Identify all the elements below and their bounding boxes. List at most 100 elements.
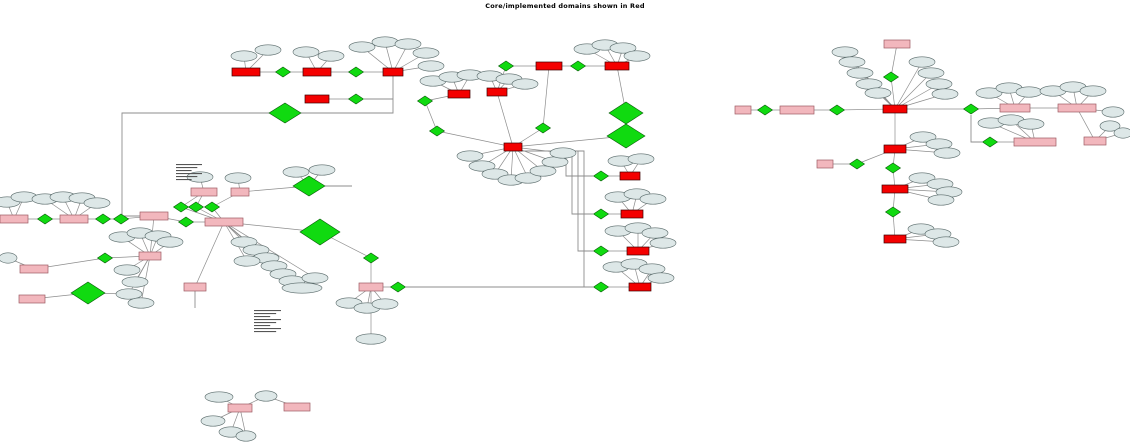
core-entity-node	[486, 87, 508, 97]
attribute-text-lines	[176, 173, 202, 175]
attribute-node	[235, 430, 257, 442]
attribute-node	[348, 41, 376, 53]
relationship-node	[187, 201, 205, 213]
entity-node	[138, 251, 162, 261]
connector-line	[515, 150, 593, 288]
attribute-node	[647, 272, 675, 284]
relationship-node	[534, 122, 552, 134]
relationship-node	[112, 213, 130, 225]
attribute-node	[156, 236, 184, 248]
relationship-node	[592, 208, 610, 220]
attribute-node	[932, 236, 960, 248]
entity-node	[59, 214, 89, 224]
attribute-node	[917, 67, 945, 79]
attribute-node	[417, 60, 445, 72]
attribute-text-lines	[176, 170, 192, 172]
connector-line	[894, 61, 923, 110]
diagram-title: Core/implemented domains shown in Red	[485, 2, 645, 10]
attribute-node	[0, 252, 18, 264]
relationship-node	[177, 216, 195, 228]
attribute-node	[230, 50, 258, 62]
attribute-text-lines	[254, 325, 271, 327]
core-entity-node	[626, 246, 650, 256]
attribute-node	[1079, 85, 1107, 97]
attribute-node	[549, 147, 577, 159]
relationship-node	[347, 66, 365, 78]
attribute-node	[355, 333, 387, 345]
attribute-node	[121, 276, 149, 288]
connector-line	[496, 91, 514, 148]
entity-node	[999, 103, 1031, 113]
connector-line	[223, 221, 316, 279]
attribute-node	[927, 194, 955, 206]
entity-node	[816, 159, 834, 169]
attribute-node	[529, 165, 557, 177]
core-entity-node	[382, 67, 404, 77]
core-entity-node	[883, 144, 907, 154]
entity-node	[1083, 136, 1107, 146]
attribute-node	[908, 172, 936, 184]
attribute-node	[838, 56, 866, 68]
relationship-node	[428, 125, 446, 137]
attribute-node	[649, 237, 677, 249]
core-entity-node	[535, 61, 563, 71]
core-entity-node	[231, 67, 261, 77]
attribute-node	[200, 415, 226, 427]
connector-line	[542, 65, 550, 129]
attribute-node	[233, 255, 261, 267]
attribute-node	[909, 131, 937, 143]
attribute-node	[975, 87, 1003, 99]
attribute-node	[371, 298, 399, 310]
connector-line	[894, 72, 932, 110]
core-entity-node	[604, 61, 630, 71]
attribute-node	[83, 197, 111, 209]
relationship-node	[884, 206, 902, 218]
attribute-node	[627, 153, 655, 165]
attribute-text-lines	[254, 331, 277, 333]
attribute-node	[639, 193, 667, 205]
attribute-node	[456, 150, 484, 162]
relationship-node	[274, 66, 292, 78]
relationship-node	[268, 102, 302, 124]
relationship-node	[569, 60, 587, 72]
relationship-node	[962, 103, 980, 115]
connector-line	[128, 255, 151, 295]
attribute-node	[224, 172, 252, 184]
attribute-node	[609, 42, 637, 54]
entity-node	[358, 282, 384, 292]
entity-node	[230, 187, 250, 197]
attribute-node	[931, 88, 959, 100]
attribute-text-lines	[254, 313, 277, 315]
core-entity-node	[883, 234, 907, 244]
attribute-node	[317, 50, 345, 62]
relationship-node	[96, 252, 114, 264]
attribute-text-lines	[176, 167, 198, 169]
connector-line	[890, 43, 898, 78]
attribute-node	[394, 38, 422, 50]
attribute-node	[308, 164, 336, 176]
attribute-node	[1101, 106, 1125, 118]
attribute-node	[641, 227, 669, 239]
relationship-node	[756, 104, 774, 116]
core-entity-node	[881, 184, 909, 194]
relationship-node	[848, 158, 866, 170]
core-entity-node	[619, 171, 641, 181]
relationship-node	[70, 281, 106, 305]
relationship-node	[884, 162, 902, 174]
relationship-node	[389, 281, 407, 293]
entity-node	[190, 187, 218, 197]
attribute-node	[1099, 120, 1121, 132]
relationship-node	[592, 170, 610, 182]
connector-line	[1076, 107, 1096, 142]
connector-line	[424, 100, 438, 132]
connector-line	[970, 115, 982, 143]
attribute-node	[925, 78, 953, 90]
relationship-node	[828, 104, 846, 116]
entity-node	[1013, 137, 1057, 147]
core-entity-node	[304, 94, 330, 104]
connector-line	[436, 130, 514, 148]
attribute-text-lines	[176, 176, 198, 178]
attribute-node	[831, 46, 859, 58]
entity-node	[283, 402, 311, 412]
attribute-node	[933, 147, 961, 159]
